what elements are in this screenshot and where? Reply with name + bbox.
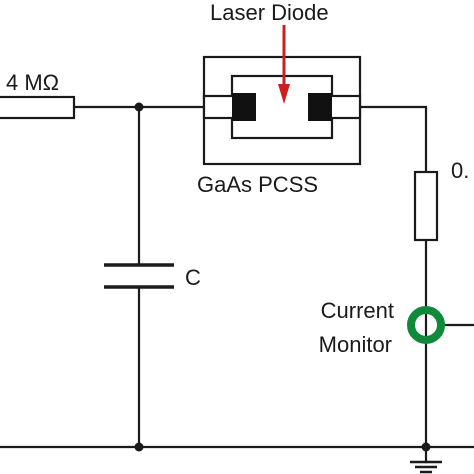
current-monitor-ring xyxy=(407,306,445,344)
pcss-label: GaAs PCSS xyxy=(197,172,318,197)
capacitor xyxy=(104,263,174,289)
junctions xyxy=(134,102,431,452)
current-monitor-label-line1: Current xyxy=(321,298,394,323)
pcss-lead-right xyxy=(328,94,362,120)
pcss-electrode-left xyxy=(232,93,256,121)
pcss-switch xyxy=(202,55,362,166)
laser-arrow-head xyxy=(278,84,290,104)
ground-symbol xyxy=(410,460,442,474)
load-resistor xyxy=(413,170,439,242)
pcss-electrode-right xyxy=(308,93,332,121)
input-resistor xyxy=(0,95,76,120)
load-resistor-label: 0. xyxy=(451,158,469,183)
wire-top-right xyxy=(358,105,428,174)
pcss-lead-left xyxy=(202,94,236,120)
input-resistor-label: 4 MΩ xyxy=(6,70,59,95)
wires xyxy=(0,105,474,464)
current-monitor-label-line2: Monitor xyxy=(319,332,392,357)
laser-diode-label: Laser Diode xyxy=(210,0,329,25)
junction-dot-bottom xyxy=(134,442,144,452)
junction-dot-top xyxy=(134,102,144,112)
capacitor-label: C xyxy=(185,265,201,290)
laser-arrow xyxy=(278,25,290,104)
junction-dot-ground xyxy=(421,442,431,452)
